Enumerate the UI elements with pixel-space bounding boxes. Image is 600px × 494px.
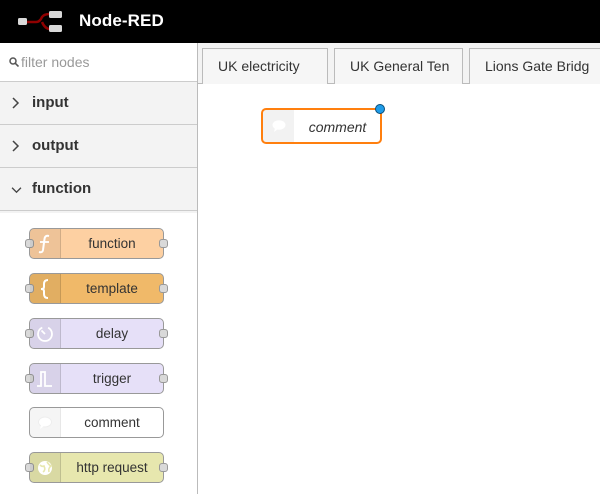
node-label: comment — [84, 415, 140, 430]
node-label: template — [86, 281, 138, 296]
changed-indicator-icon — [375, 104, 385, 114]
chevron-down-icon — [11, 187, 22, 194]
tab-uk-electricity[interactable]: UK electricity — [202, 48, 328, 84]
category-label: input — [32, 94, 69, 111]
workspace-node-comment[interactable]: comment — [261, 104, 385, 144]
timer-icon — [30, 319, 61, 348]
comment-icon — [263, 110, 294, 142]
category-label: function — [32, 180, 92, 197]
globe-icon — [30, 453, 61, 482]
palette-node-http-request[interactable]: http request — [25, 452, 168, 483]
filter-nodes-input[interactable] — [21, 52, 186, 72]
app-title: Node-RED — [79, 11, 164, 30]
input-port — [25, 239, 34, 248]
input-port — [25, 329, 34, 338]
search-icon — [9, 57, 19, 67]
output-port[interactable] — [159, 239, 168, 248]
input-port — [25, 284, 34, 293]
chevron-right-icon — [12, 97, 20, 109]
output-port[interactable] — [159, 463, 168, 472]
category-function-nodes: function template delay — [0, 213, 197, 494]
comment-icon — [30, 408, 61, 437]
trigger-icon — [30, 364, 61, 393]
palette-node-comment[interactable]: comment — [29, 407, 164, 438]
node-label: function — [88, 236, 136, 251]
palette-node-trigger[interactable]: trigger — [25, 363, 168, 394]
node-label: trigger — [92, 371, 132, 386]
output-port[interactable] — [159, 329, 168, 338]
tab-label: UK General Ten — [350, 58, 450, 74]
node-label: http request — [76, 460, 148, 475]
palette-filter — [0, 43, 197, 82]
tab-label: Lions Gate Bridg — [485, 58, 590, 74]
category-label: output — [32, 137, 79, 154]
output-port[interactable] — [159, 284, 168, 293]
palette-node-function[interactable]: function — [25, 228, 168, 259]
category-output[interactable]: output — [0, 125, 197, 168]
template-icon — [30, 274, 61, 303]
palette-node-template[interactable]: template — [25, 273, 168, 304]
palette-node-delay[interactable]: delay — [25, 318, 168, 349]
category-input[interactable]: input — [0, 82, 197, 125]
node-red-logo-icon — [18, 11, 62, 32]
node-label: comment — [308, 119, 367, 135]
flow-workspace[interactable]: comment — [198, 84, 600, 494]
workspace-tabs: UK electricity UK General Ten Lions Gate… — [198, 43, 600, 84]
tab-uk-general-ten[interactable]: UK General Ten — [334, 48, 463, 84]
input-port — [25, 374, 34, 383]
input-port — [25, 463, 34, 472]
node-label: delay — [95, 326, 129, 341]
tab-label: UK electricity — [218, 58, 300, 74]
chevron-right-icon — [12, 140, 20, 152]
node-palette: input output function function — [0, 43, 198, 494]
function-icon — [30, 229, 61, 258]
category-function[interactable]: function — [0, 168, 197, 211]
app-header: Node-RED — [0, 0, 600, 43]
tab-lions-gate-bridge[interactable]: Lions Gate Bridg — [469, 48, 600, 84]
output-port[interactable] — [159, 374, 168, 383]
